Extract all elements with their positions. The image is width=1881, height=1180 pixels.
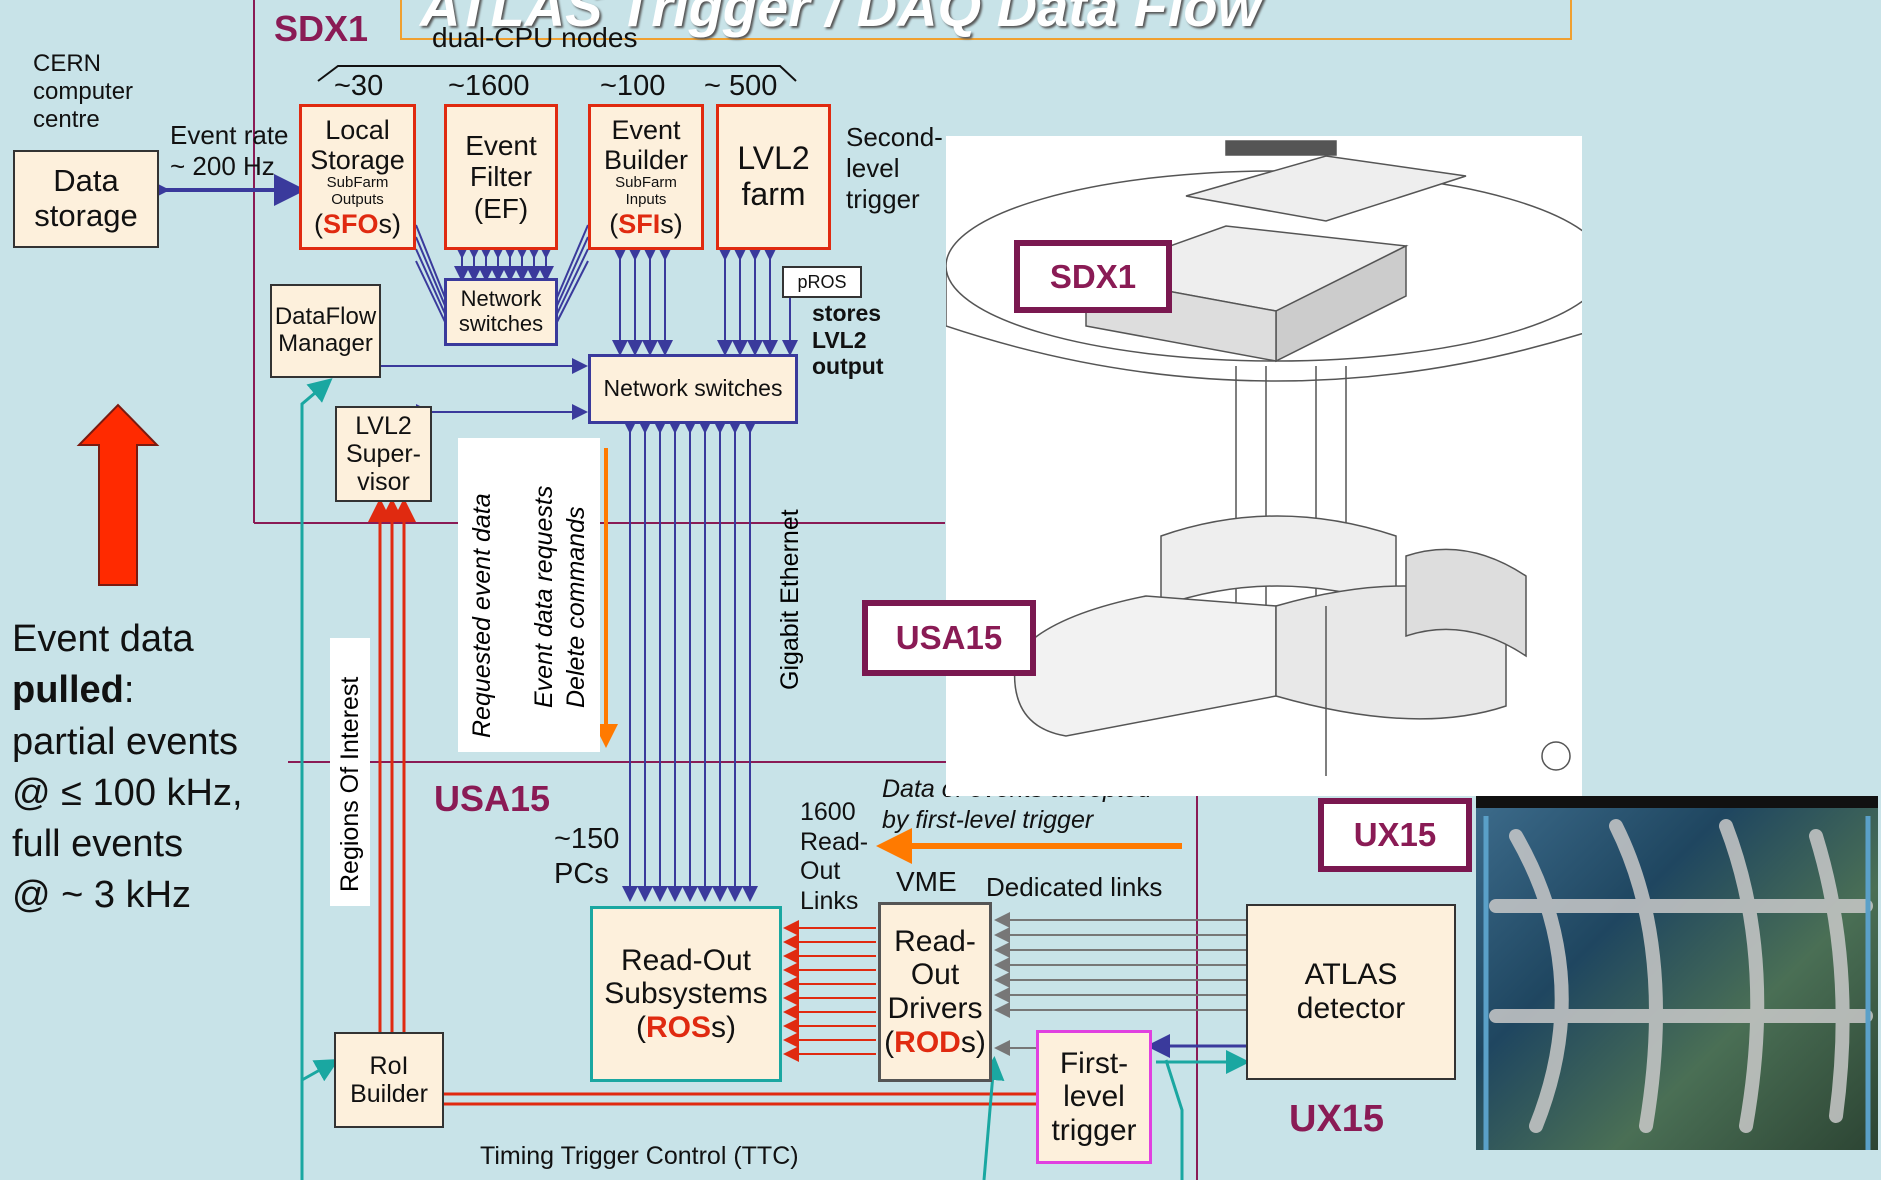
readout-links bbox=[787, 928, 876, 1054]
area-label-sdx1: SDX1 bbox=[274, 8, 368, 50]
count-sfi: ~100 bbox=[600, 70, 665, 103]
gigabit-ethernet-label: Gigabit Ethernet bbox=[776, 509, 805, 690]
sfi-network-links bbox=[620, 257, 790, 352]
ef-links bbox=[462, 255, 546, 278]
pulled-description: Event data pulled: partial events@ ≤ 100… bbox=[12, 614, 243, 922]
count-lvl2: ~ 500 bbox=[704, 70, 777, 103]
ux15-cavern-photo bbox=[1476, 796, 1878, 1150]
count-ef: ~1600 bbox=[448, 70, 529, 103]
area-label-usa15: USA15 bbox=[434, 778, 550, 820]
main-network-switches: Network switches bbox=[588, 354, 798, 424]
pulled-arrow bbox=[79, 405, 157, 585]
cavern-illustration bbox=[946, 136, 1582, 796]
tag-usa15: USA15 bbox=[862, 600, 1036, 676]
event-rate-label: Event rate~ 200 Hz bbox=[170, 120, 289, 181]
dedicated-links-label: Dedicated links bbox=[986, 872, 1162, 903]
ttc-label: Timing Trigger Control (TTC) bbox=[480, 1142, 799, 1171]
delete-commands-label: Delete commands bbox=[562, 507, 591, 708]
area-label-ux15: UX15 bbox=[1289, 1098, 1384, 1141]
regions-of-interest-label: Regions Of Interest bbox=[336, 677, 365, 892]
pros-box: pROS bbox=[782, 266, 862, 298]
count-sfo: ~30 bbox=[334, 70, 383, 103]
requested-event-data-label: Requested event data bbox=[468, 493, 497, 738]
dedicated-links bbox=[998, 920, 1246, 1048]
tag-sdx1: SDX1 bbox=[1014, 240, 1172, 313]
event-data-requests-label: Event data requests bbox=[530, 486, 559, 708]
vme-label: VME bbox=[896, 866, 957, 898]
gigabit-links bbox=[630, 430, 750, 898]
dual-cpu-heading: dual-CPU nodes bbox=[432, 22, 637, 54]
tag-ux15: UX15 bbox=[1318, 798, 1472, 872]
